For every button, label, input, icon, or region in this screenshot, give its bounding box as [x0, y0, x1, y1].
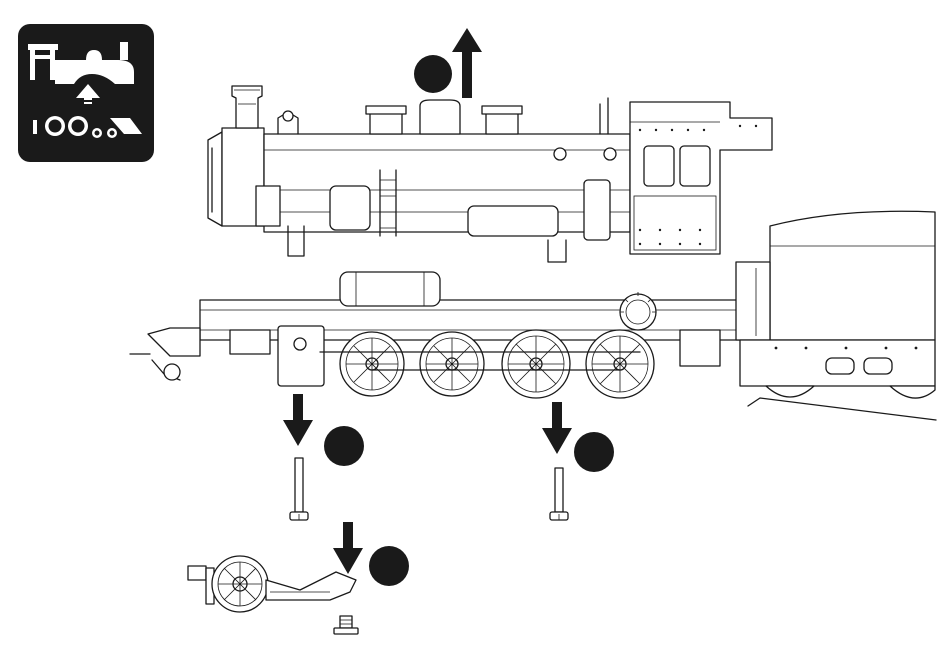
remove-body-badge-icon	[18, 24, 154, 162]
long-screw	[290, 458, 308, 520]
drive-wheel-2	[420, 332, 484, 396]
arrow-down-icon-3	[333, 522, 363, 574]
drive-wheel-3	[502, 330, 570, 398]
step-marker-2	[324, 426, 364, 466]
drive-wheel-1	[340, 332, 404, 396]
drive-wheel-4	[586, 330, 654, 398]
arrow-down-icon-2	[542, 402, 572, 454]
step-marker-3	[574, 432, 614, 472]
small-screw	[334, 616, 358, 634]
locomotive-body-shell	[208, 86, 772, 262]
tender	[736, 211, 936, 420]
gear-icon	[620, 292, 656, 330]
locomotive-chassis	[130, 272, 740, 398]
step-marker-4	[369, 546, 409, 586]
step-marker-1	[414, 55, 452, 93]
arrow-down-icon-1	[283, 394, 313, 446]
pony-truck	[188, 556, 356, 612]
arrow-up-icon	[452, 28, 482, 98]
short-screw	[550, 468, 568, 520]
